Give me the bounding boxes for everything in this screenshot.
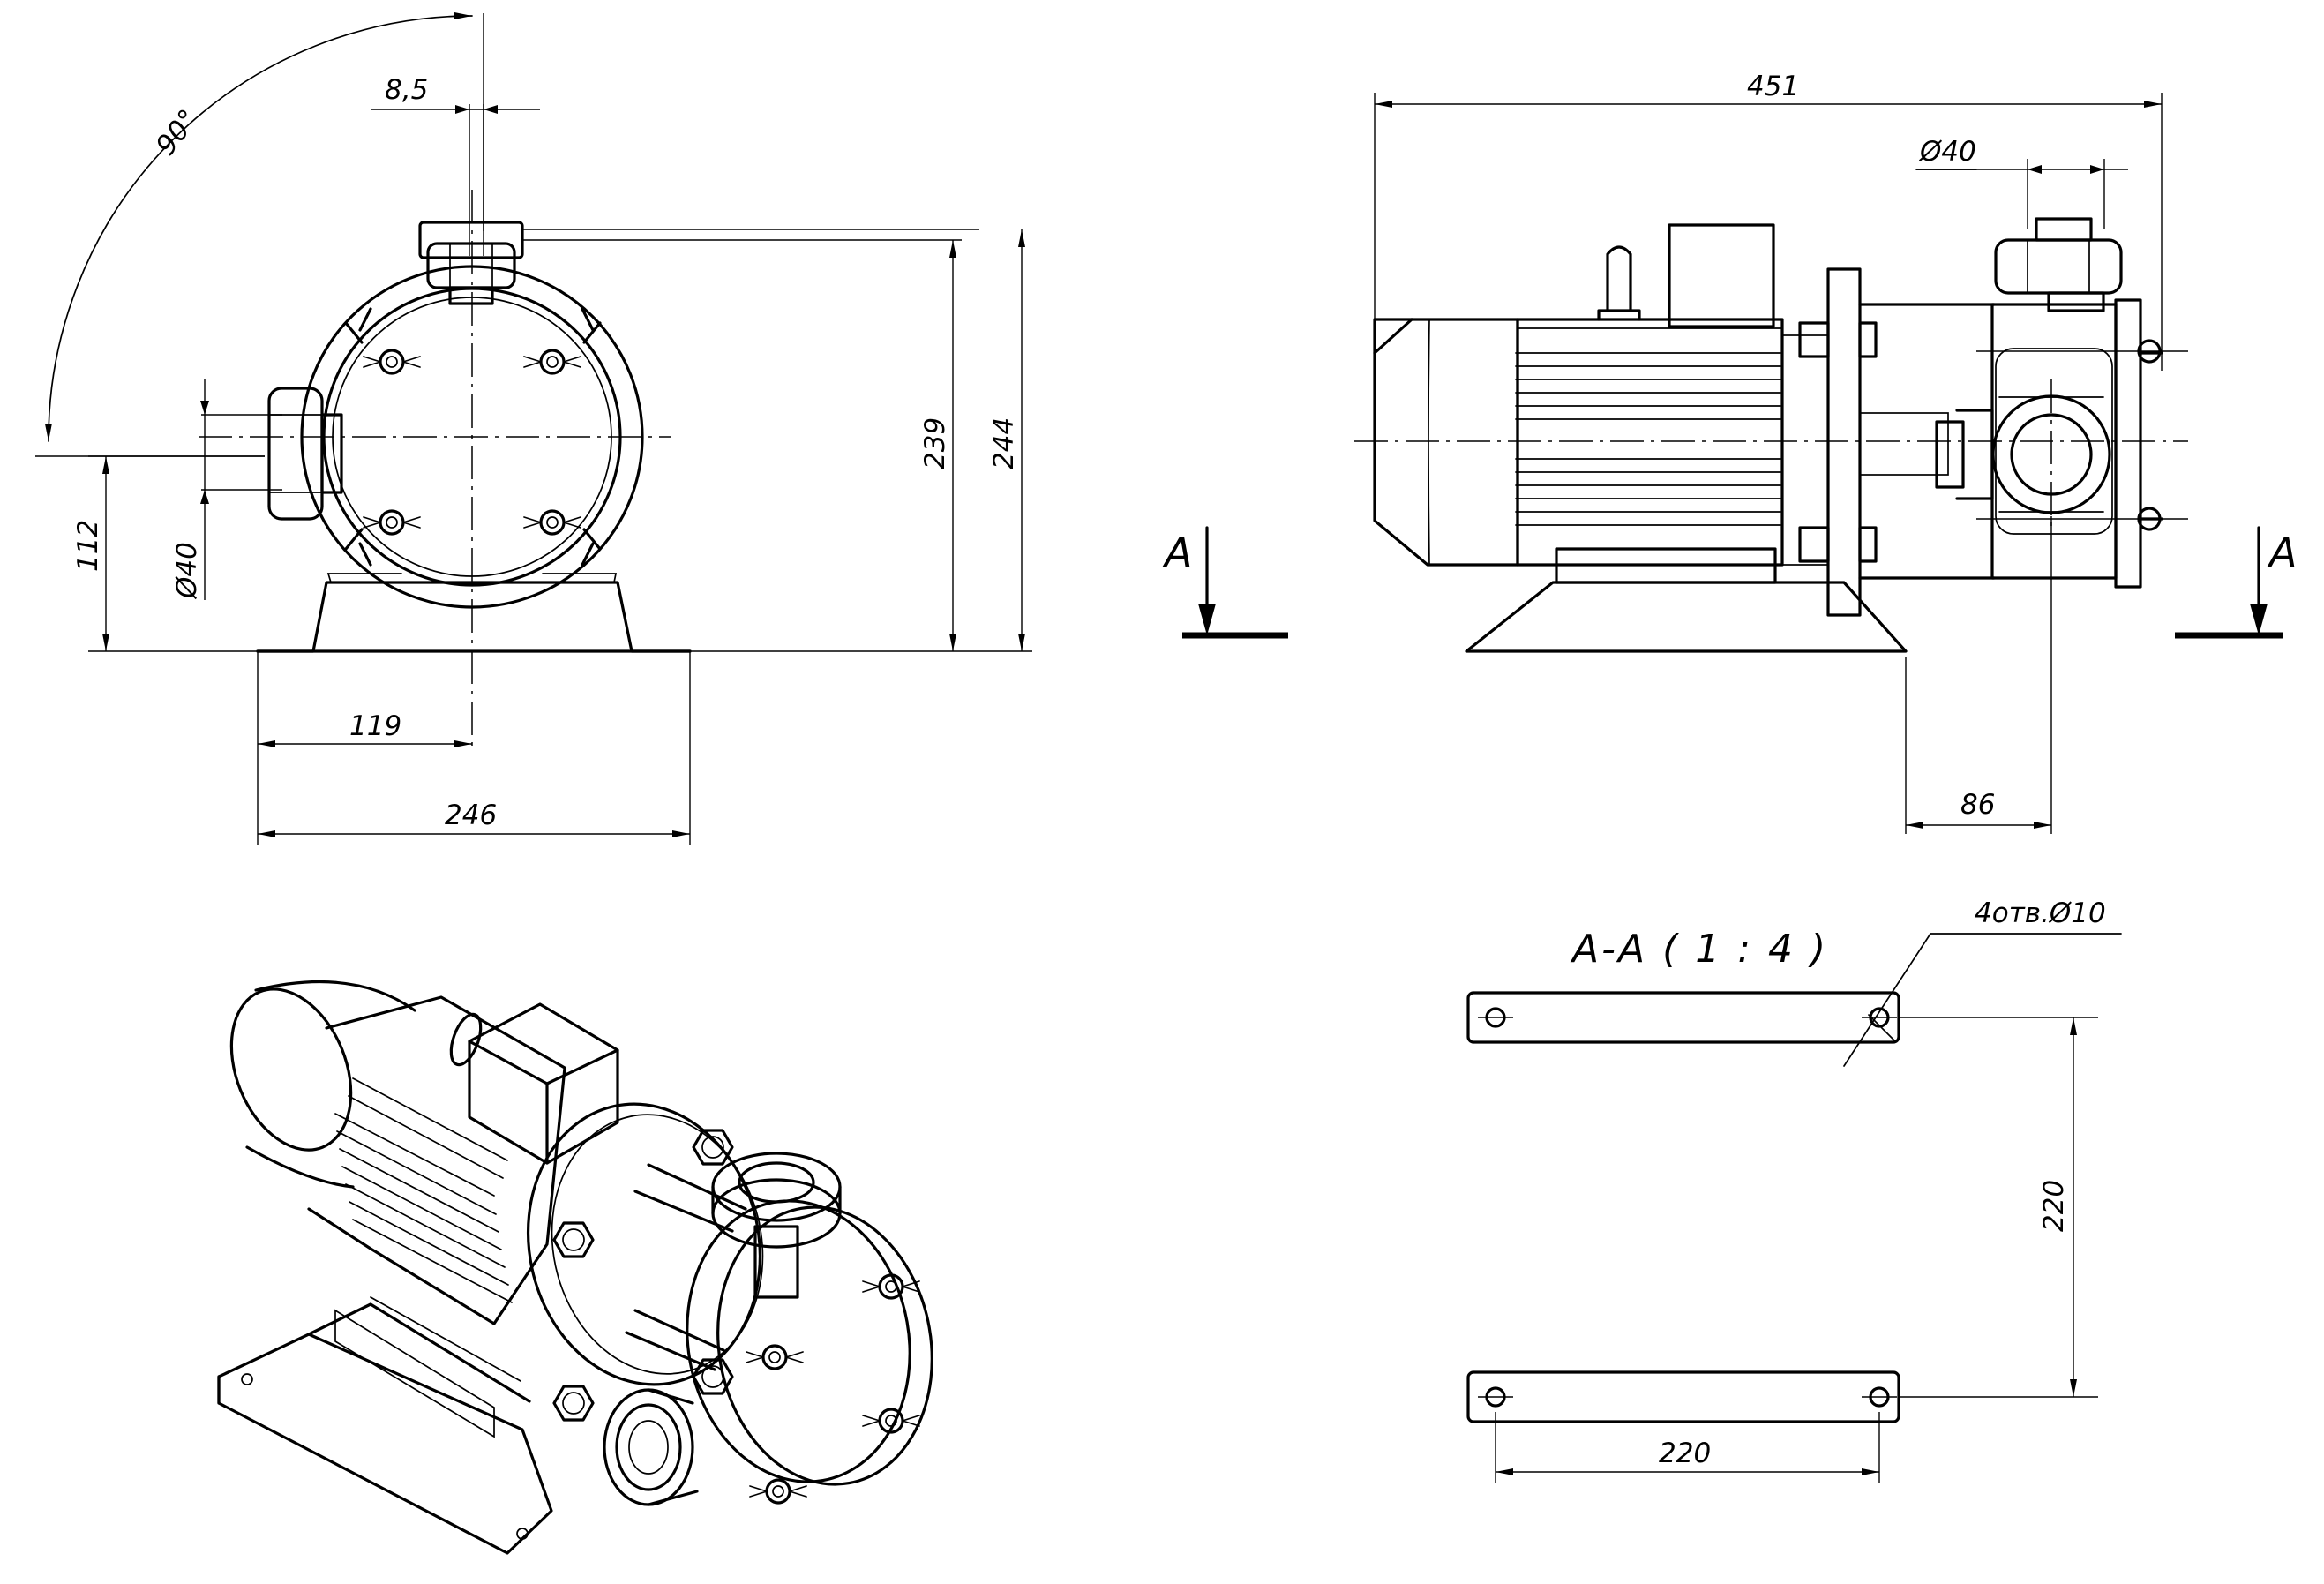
housing-notch-bl [344, 528, 372, 567]
section-mark-right: A [2267, 529, 2297, 576]
front-view: 90° 8,5 [35, 12, 1032, 845]
flange-bolt [1798, 321, 1830, 358]
overall-length-label: 451 [1747, 71, 1799, 102]
flange-bolt [1798, 526, 1830, 563]
side-view: 451 Ø40 [1162, 71, 2297, 834]
housing-notch-br [581, 528, 602, 567]
lifting-eye [1606, 245, 1632, 312]
iso-mount-flange [526, 1102, 762, 1386]
angle-label: 90° [150, 103, 205, 161]
section-a-a-view: A-A ( 1 : 4 ) 4отв.Ø10 220 220 [1466, 897, 2122, 1483]
foot-offset-label: 86 [1960, 789, 1995, 821]
motor-body [1516, 318, 1784, 567]
housing-notch-tl [344, 307, 372, 344]
pump-base [256, 581, 692, 653]
axis-height-label: 112 [72, 520, 104, 572]
housing-notch-tr [581, 307, 602, 344]
wing-nut-icon [748, 1478, 808, 1505]
wing-nut-icon [362, 349, 422, 375]
iso-outlet-neck [753, 1225, 799, 1299]
side-outlet-nut [1994, 238, 2123, 295]
holes-leader [1843, 933, 2122, 1067]
side-inlet-neck [320, 413, 343, 494]
hex-bolt-icon [692, 1129, 734, 1166]
wing-nut-icon [745, 1344, 805, 1370]
height-label-244: 244 [988, 417, 1020, 469]
base-width-label: 246 [445, 800, 497, 831]
wing-nut-icon [362, 509, 422, 536]
holes-note: 4отв.Ø10 [1975, 897, 2106, 929]
wing-nut-icon [522, 509, 582, 536]
foot-bar-top [1466, 991, 1900, 1044]
angle-arc [44, 12, 473, 442]
pump-mount-flange [1826, 267, 1862, 617]
offset-label: 8,5 [385, 74, 428, 106]
height-label-239: 239 [919, 417, 951, 469]
axis-offset-label: 119 [349, 710, 401, 742]
outlet-diameter-label: Ø40 [1918, 136, 1976, 168]
iso-base-plate [217, 1333, 553, 1555]
cooling-fins [1515, 352, 1781, 526]
iso-terminal-box [468, 1002, 619, 1165]
top-outlet-flange [418, 221, 524, 259]
hex-bolt-icon [552, 1385, 595, 1422]
offset-arrows [455, 105, 498, 114]
iso-motor-body [307, 995, 566, 1325]
motor-fan-cover [1373, 318, 1519, 567]
section-title: A-A ( 1 : 4 ) [1570, 927, 1828, 972]
wing-nut-icon [861, 1273, 921, 1300]
spacing-vertical-label: 220 [2038, 1180, 2070, 1232]
motor-base-plate [1465, 581, 1908, 653]
foot-bar-bottom [1466, 1370, 1900, 1423]
terminal-box [1668, 223, 1775, 328]
wing-nut-icon [522, 349, 582, 375]
iso-motor-fan-cover [229, 987, 353, 1152]
spacing-horizontal-label: 220 [1659, 1438, 1711, 1469]
iso-cooling-fins [334, 1077, 513, 1303]
section-mark-left: A [1162, 529, 1192, 576]
hex-bolt-icon [552, 1221, 595, 1258]
isometric-view [217, 980, 933, 1555]
port-diameter-label: Ø40 [171, 542, 203, 600]
iso-outlet-nut [711, 1178, 842, 1249]
pump-cover-plate [2114, 298, 2142, 589]
